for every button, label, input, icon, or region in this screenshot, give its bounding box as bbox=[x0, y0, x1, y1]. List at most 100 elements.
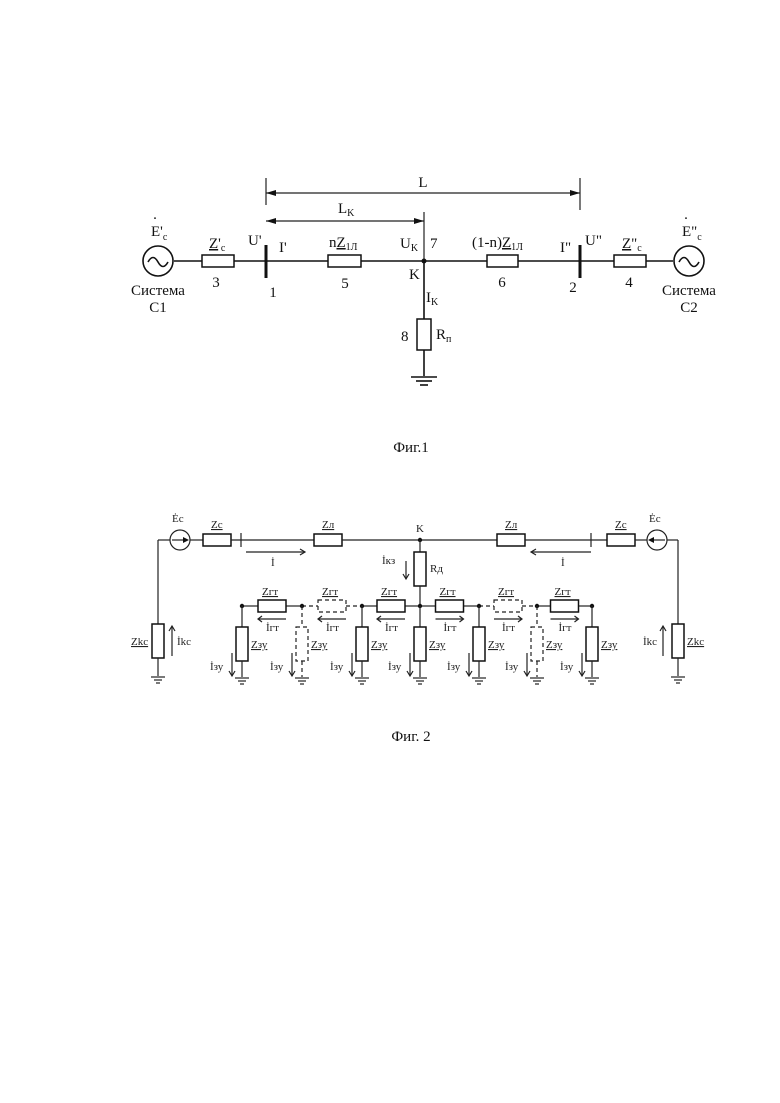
resistor-zzy bbox=[413, 626, 427, 662]
resistor-zkc-right bbox=[671, 623, 685, 659]
resistor-rd bbox=[413, 551, 427, 587]
resistor-zzy bbox=[472, 626, 486, 662]
source-c1-emf: E'c bbox=[151, 224, 168, 243]
arrow-right-icon bbox=[299, 548, 307, 556]
zgt-label: Zгт bbox=[262, 586, 278, 598]
resistor-zc-left bbox=[201, 254, 235, 268]
arrow-down-icon bbox=[406, 670, 414, 678]
rd-label: Rд bbox=[430, 563, 443, 575]
zc-left-label: Zc bbox=[211, 519, 223, 531]
resistor-zzy bbox=[530, 626, 544, 662]
zzy-label: Zзу bbox=[311, 639, 328, 651]
zgt-label: Zгт bbox=[381, 586, 397, 598]
zc-left-number: 3 bbox=[212, 275, 220, 291]
zzy-label: Zзу bbox=[371, 639, 388, 651]
arrow-up-icon bbox=[168, 624, 176, 632]
ikc-right-label: İkc bbox=[643, 636, 657, 648]
resistor-line-right bbox=[486, 254, 519, 268]
arrow-down-icon bbox=[348, 670, 356, 678]
resistor-zgt bbox=[257, 599, 287, 613]
fault-resistor-number: 8 bbox=[401, 329, 409, 345]
figure-1: L LK E'c · Система C1 Z'c 3 U' I' 1 nZ1Л… bbox=[131, 175, 716, 456]
resistor-zgt bbox=[493, 599, 523, 613]
line-right-label: (1-n)Z1Л bbox=[472, 235, 523, 253]
node-k-label: K bbox=[416, 523, 424, 535]
dim-L-label: L bbox=[418, 175, 427, 191]
dim-LK-arrow-left bbox=[266, 218, 276, 224]
izy-label: İзу bbox=[560, 661, 574, 673]
dot-accent: · bbox=[684, 211, 689, 227]
sine-wave-icon bbox=[147, 256, 169, 268]
bus1-voltage: U' bbox=[248, 233, 262, 249]
igt-label: İгт bbox=[326, 622, 339, 634]
source-c1-icon bbox=[142, 245, 174, 277]
line-left-number: 5 bbox=[341, 276, 349, 292]
fault-current: IK bbox=[426, 290, 439, 308]
ground-icon bbox=[671, 676, 685, 684]
source-c1-label-line2: C1 bbox=[149, 300, 167, 316]
zzy-label: Zзу bbox=[429, 639, 446, 651]
arrow-left-icon bbox=[648, 537, 654, 543]
source-c2-icon bbox=[673, 245, 705, 277]
izy-label: İзу bbox=[505, 661, 519, 673]
izy-label: İзу bbox=[210, 661, 224, 673]
emf-right-label: Ėc bbox=[649, 513, 661, 525]
ground-icon bbox=[151, 676, 165, 684]
resistor-zgt bbox=[376, 599, 406, 613]
igt-label: İгт bbox=[502, 622, 515, 634]
arrow-left-icon bbox=[529, 548, 537, 556]
current-right-label: İ bbox=[561, 557, 565, 569]
arrow-up-icon bbox=[659, 624, 667, 632]
arrow-left-icon bbox=[257, 615, 263, 623]
arrow-down-icon bbox=[288, 670, 296, 678]
arrow-down-icon bbox=[465, 670, 473, 678]
zzy-label: Zзу bbox=[251, 639, 268, 651]
line-left-label: nZ1Л bbox=[329, 235, 358, 253]
ground-wire-ladder: ZгтİгтZгтİгтZгтİгтZгтİгтZгтİгтZгтİгтZзуİ… bbox=[210, 586, 618, 685]
source-c2-label-line2: C2 bbox=[680, 300, 698, 316]
zkc-left-label: Zkc bbox=[131, 636, 148, 648]
figure-2-caption: Фиг. 2 bbox=[391, 729, 430, 745]
arrow-down-icon bbox=[228, 670, 236, 678]
resistor-zgt bbox=[434, 599, 465, 613]
ground-icon bbox=[411, 376, 437, 386]
zzy-label: Zзу bbox=[546, 639, 563, 651]
bus2-current: I" bbox=[560, 240, 571, 256]
arrow-down-icon bbox=[523, 670, 531, 678]
resistor-zzy bbox=[355, 626, 369, 662]
zl-left-label: Zл bbox=[322, 519, 335, 531]
dim-L-arrow-left bbox=[266, 190, 276, 196]
zgt-label: Zгт bbox=[555, 586, 571, 598]
resistor-zgt bbox=[549, 599, 580, 613]
dim-LK-label: LK bbox=[338, 201, 355, 219]
zzy-label: Zзу bbox=[488, 639, 505, 651]
bus2-voltage: U" bbox=[585, 233, 602, 249]
arrow-down-icon bbox=[402, 573, 410, 581]
arrow-right-icon bbox=[183, 537, 189, 543]
igt-label: İгт bbox=[266, 622, 279, 634]
source-c1-label-line1: Система bbox=[131, 283, 185, 299]
dot-accent: · bbox=[153, 211, 158, 227]
figure-2: Ėc Zc Zл İ K Zл İ Zc Ėc Zkc İkc bbox=[131, 513, 704, 745]
arrow-left-icon bbox=[376, 615, 382, 623]
resistor-zkc-left bbox=[151, 623, 165, 659]
zl-right-label: Zл bbox=[505, 519, 518, 531]
resistor-zzy bbox=[235, 626, 249, 662]
current-left-label: İ bbox=[271, 557, 275, 569]
bus2-number: 2 bbox=[569, 280, 577, 296]
resistor-zc-right bbox=[613, 254, 647, 268]
fault-node-number: 7 bbox=[430, 236, 438, 252]
arrow-right-icon bbox=[574, 615, 580, 623]
sine-wave-icon bbox=[678, 256, 700, 268]
zc-left-label: Z'c bbox=[209, 236, 226, 254]
zkc-right-label: Zkc bbox=[687, 636, 704, 648]
emf-left-label: Ėc bbox=[172, 513, 184, 525]
ikc-left-label: İkc bbox=[177, 636, 191, 648]
arrow-left-icon bbox=[317, 615, 323, 623]
source-c2-emf: E"c bbox=[682, 224, 702, 243]
zc-right-label: Z"c bbox=[622, 236, 642, 254]
igt-label: İгт bbox=[559, 622, 572, 634]
bus1-number: 1 bbox=[269, 285, 277, 301]
igt-label: İгт bbox=[385, 622, 398, 634]
